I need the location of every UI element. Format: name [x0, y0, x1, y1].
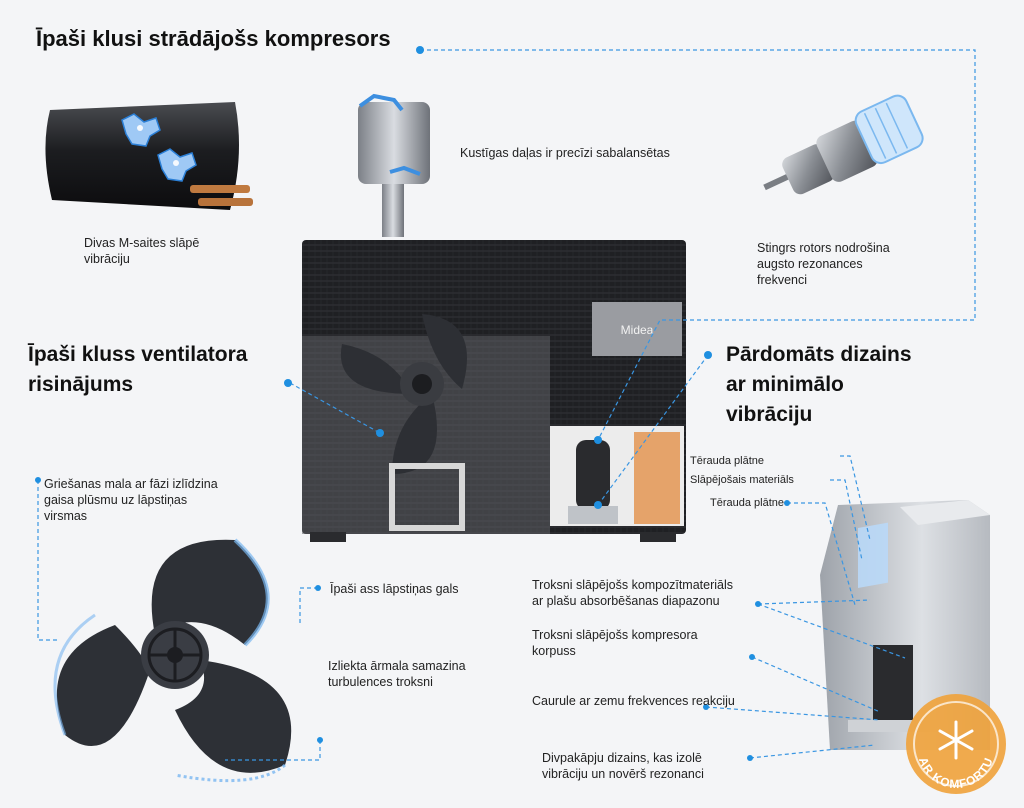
callout-dot-pipe [703, 704, 709, 710]
heading-design: Pārdomāts dizains ar minimālo vibrāciju [726, 340, 912, 430]
rotor-image [763, 94, 924, 195]
callout-dot-blade-bottom [317, 737, 323, 743]
callout-dot-housing [749, 654, 755, 660]
label-curved-wall: Izliekta ārmala samazina turbulences tro… [328, 659, 466, 689]
label-blade-tip: Īpaši ass lāpstiņas gals [330, 582, 459, 596]
heading-design-line2: ar minimālo [726, 373, 844, 396]
heading-fan: Īpaši kluss ventilatora risinājums [28, 340, 247, 400]
heat-pump-unit-image: Midea [302, 240, 686, 542]
callout-dot-unit-comp-1 [594, 436, 602, 444]
label-compressor-housing: Troksni slāpējošs kompresora korpuss [532, 628, 698, 658]
callout-dot-blade-tip [315, 585, 321, 591]
label-steel-plate-1: Tērauda plātne [690, 455, 764, 467]
callout-dot-steel-2 [784, 500, 790, 506]
label-damping-material: Slāpējošais materiāls [690, 474, 794, 486]
callout-dot-compressor [416, 46, 424, 54]
callout-dot-blade-edge [35, 477, 41, 483]
heading-design-line3: vibrāciju [726, 403, 813, 426]
unit-brand-logo: Midea [621, 323, 654, 337]
callout-dot-composite [755, 601, 761, 607]
watermark-badge: AR KOMFORTU [906, 694, 1006, 794]
label-m-saites: Divas M-saites slāpē vibrāciju [84, 236, 200, 266]
label-double-layer: Divpakāpju dizains, kas izolē vibrāciju … [542, 751, 704, 781]
heading-fan-line2: risinājums [28, 373, 134, 396]
heading-fan-line1: Īpaši kluss ventilatora [28, 343, 248, 366]
label-rotor: Stingrs rotors nodrošina augsto rezonanc… [757, 241, 890, 287]
label-blade-edge: Griešanas mala ar fāzi izlīdzina gaisa p… [44, 477, 218, 523]
callout-dot-double [747, 755, 753, 761]
label-composite: Troksni slāpējošs kompozītmateriāls ar p… [532, 578, 733, 608]
callout-dot-unit-fan [376, 429, 384, 437]
callout-dot-unit-comp-2 [594, 501, 602, 509]
label-steel-plate-2: Tērauda plātne [710, 497, 784, 509]
heading-compressor: Īpaši klusi strādājošs kompresors [36, 26, 391, 51]
callout-dot-fan [284, 379, 292, 387]
heading-design-line1: Pārdomāts dizains [726, 343, 912, 366]
balanced-parts-image [358, 93, 430, 237]
label-balanced: Kustīgas daļas ir precīzi sabalansētas [460, 146, 670, 160]
callout-dot-design [704, 351, 712, 359]
compressor-motor-image [30, 90, 260, 220]
fan-blade-image [53, 538, 292, 783]
label-pipe: Caurule ar zemu frekvences reakciju [532, 694, 735, 708]
snowflake-icon [938, 720, 974, 760]
